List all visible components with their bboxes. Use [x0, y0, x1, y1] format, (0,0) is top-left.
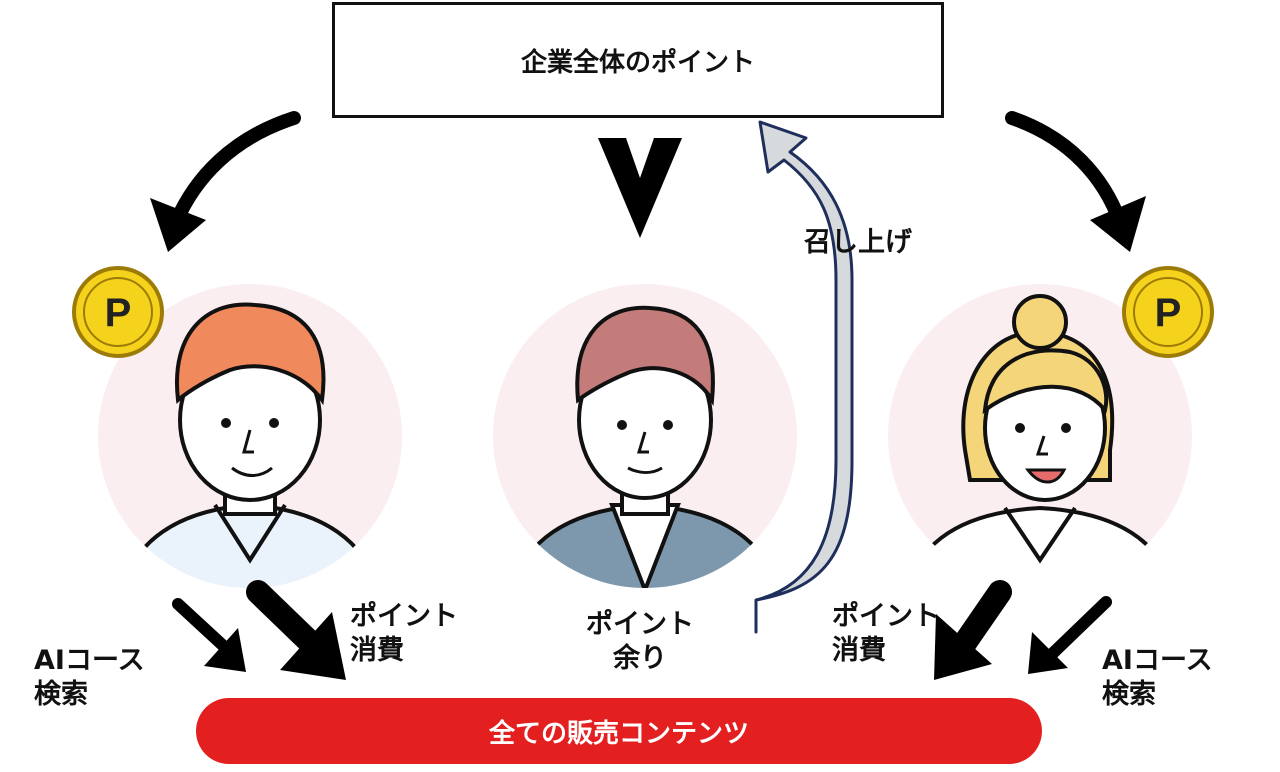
svg-text:P: P	[105, 291, 132, 335]
arrow-icon	[172, 598, 246, 672]
arrow-icon	[1028, 596, 1112, 674]
all-contents-label: 全ての販売コンテンツ	[488, 718, 749, 749]
all-contents-bar: 全ての販売コンテンツ	[196, 698, 1042, 764]
coin-icon: P	[72, 266, 164, 358]
left-consume-line2: 消費	[350, 635, 404, 666]
center-remain-line1: ポイント	[586, 609, 694, 640]
left-consume-line1: ポイント	[350, 601, 458, 632]
left-ai-label: AIコース 検索	[34, 644, 145, 712]
right-consume-label: ポイント 消費	[832, 600, 940, 668]
svg-text:P: P	[1155, 291, 1182, 335]
arrow-icon	[246, 580, 346, 680]
company-points-title: 企業全体のポイント	[520, 47, 755, 78]
right-ai-line2: 検索	[1102, 679, 1156, 710]
right-ai-line1: AIコース	[1102, 645, 1213, 676]
right-consume-line1: ポイント	[832, 601, 940, 632]
arrow-icon	[150, 111, 301, 252]
left-consume-label: ポイント 消費	[350, 600, 458, 668]
recall-arrow-icon	[754, 120, 854, 634]
arrow-icon	[934, 580, 1012, 680]
right-ai-label: AIコース 検索	[1102, 644, 1213, 712]
businessman-avatar	[493, 284, 797, 588]
recall-label: 召し上げ	[804, 227, 912, 258]
arrow-icon	[598, 138, 682, 238]
arrow-icon	[1005, 111, 1146, 252]
left-ai-line2: 検索	[34, 679, 88, 710]
center-remain-line2: 余り	[613, 643, 667, 674]
left-ai-line1: AIコース	[34, 645, 145, 676]
company-points-box: 企業全体のポイント	[332, 2, 944, 118]
center-remain-label: ポイント 余り	[574, 608, 706, 676]
right-consume-line2: 消費	[832, 635, 886, 666]
coin-icon: P	[1122, 266, 1214, 358]
